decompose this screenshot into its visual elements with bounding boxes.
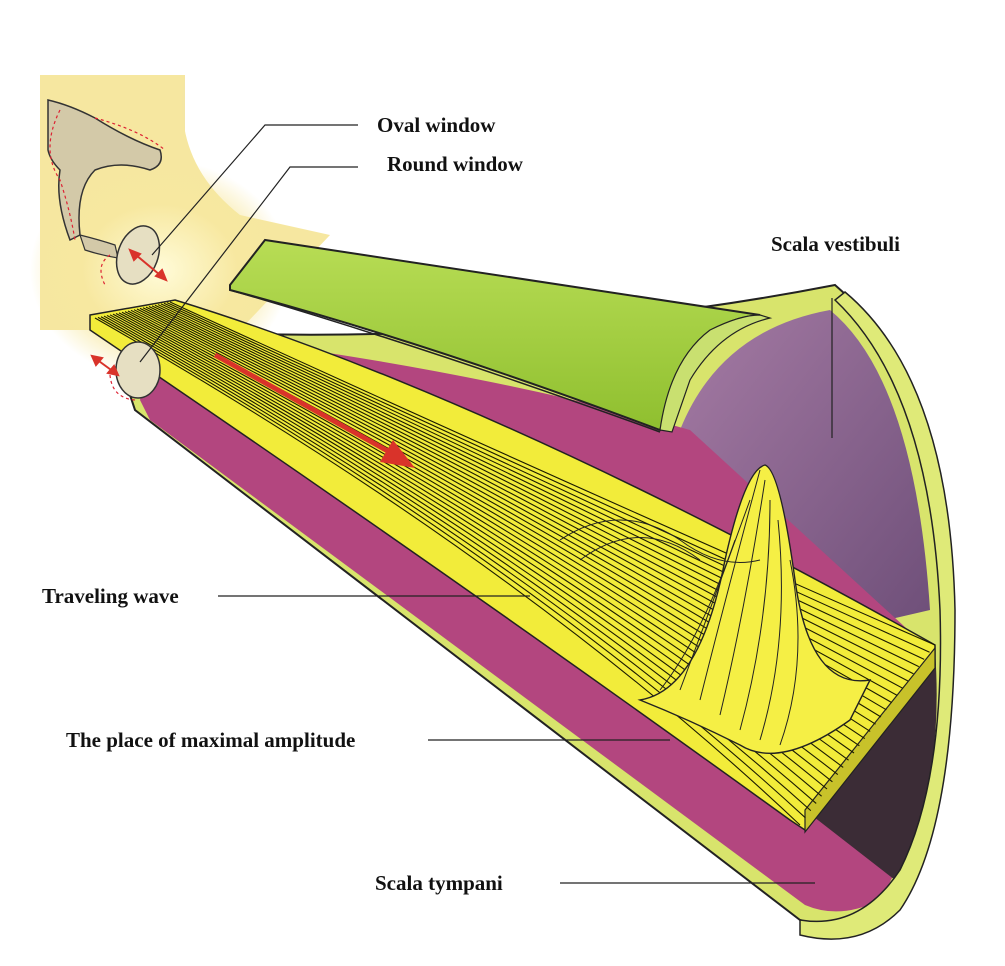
label-oval-window: Oval window bbox=[377, 113, 496, 137]
label-traveling-wave: Traveling wave bbox=[42, 584, 179, 608]
upper-duct bbox=[229, 238, 773, 433]
window-motion-arrows bbox=[90, 248, 168, 377]
wave-peak bbox=[559, 464, 872, 755]
leader-lines bbox=[139, 124, 833, 884]
membrane-fiber bbox=[166, 302, 930, 653]
stapes-ossicle bbox=[47, 99, 166, 259]
membrane-fibers bbox=[94, 301, 936, 826]
label-scala-vestibuli: Scala vestibuli bbox=[771, 232, 900, 256]
label-maximal-amplitude: The place of maximal amplitude bbox=[66, 728, 356, 752]
membrane-fiber bbox=[94, 317, 801, 826]
membrane-fiber bbox=[157, 304, 914, 675]
membrane-fiber bbox=[97, 316, 806, 819]
label-scala-tympani: Scala tympani bbox=[375, 871, 503, 895]
membrane-fiber bbox=[163, 302, 925, 660]
wave-direction-arrow bbox=[213, 352, 415, 468]
scala-vestibuli-region bbox=[680, 310, 930, 640]
membrane-fiber bbox=[154, 304, 909, 682]
membrane-fiber bbox=[169, 301, 936, 646]
outer-wall-rim bbox=[799, 291, 956, 940]
membrane-fiber bbox=[160, 303, 920, 668]
label-round-window: Round window bbox=[387, 152, 523, 176]
